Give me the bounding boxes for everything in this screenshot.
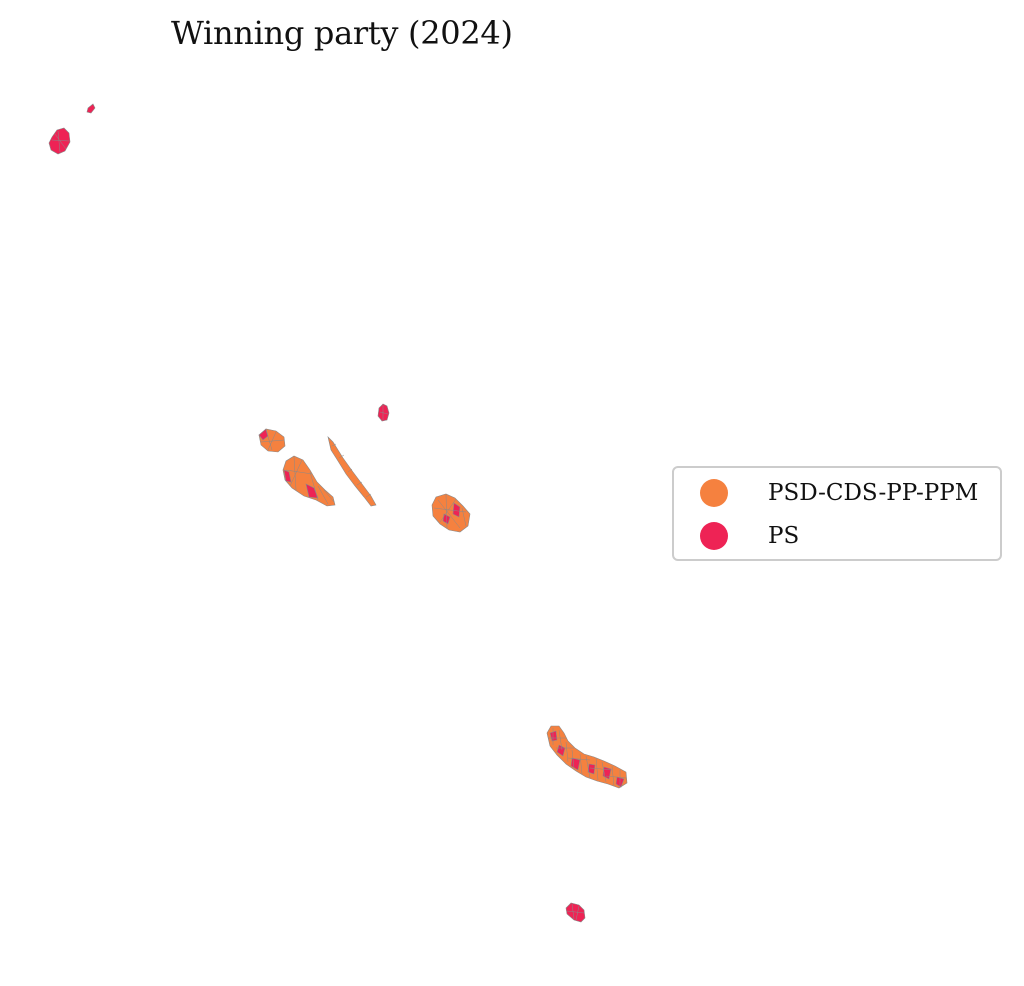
island-terceira <box>431 493 471 533</box>
legend: PSD-CDS-PP-PPM PS <box>672 466 1002 561</box>
island-sao-jorge <box>327 436 377 507</box>
sao-miguel-ps-parish-1 <box>549 730 558 742</box>
graciosa-shape <box>377 403 390 422</box>
island-sao-miguel <box>546 725 628 789</box>
legend-swatch-orange <box>700 479 728 507</box>
island-corvo <box>86 103 96 114</box>
island-pico <box>282 455 336 507</box>
sao-miguel-shape <box>546 725 628 789</box>
sao-jorge-shape <box>327 436 377 507</box>
santa-maria-shape <box>565 902 586 923</box>
corvo-shape <box>86 103 96 114</box>
island-graciosa <box>377 403 390 422</box>
legend-item-ps: PS <box>700 520 799 552</box>
chart-title: Winning party (2024) <box>171 14 513 52</box>
island-flores <box>48 127 71 155</box>
pico-ps-parish-west <box>283 469 292 483</box>
legend-label: PS <box>768 523 800 549</box>
legend-label: PSD-CDS-PP-PPM <box>768 480 979 506</box>
legend-swatch-red <box>700 522 728 550</box>
terceira-shape <box>431 493 471 533</box>
pico-ps-parish-east <box>305 483 319 499</box>
legend-item-psd-cds-pp-ppm: PSD-CDS-PP-PPM <box>700 477 978 509</box>
island-faial <box>258 428 286 453</box>
island-santa-maria <box>565 902 586 923</box>
